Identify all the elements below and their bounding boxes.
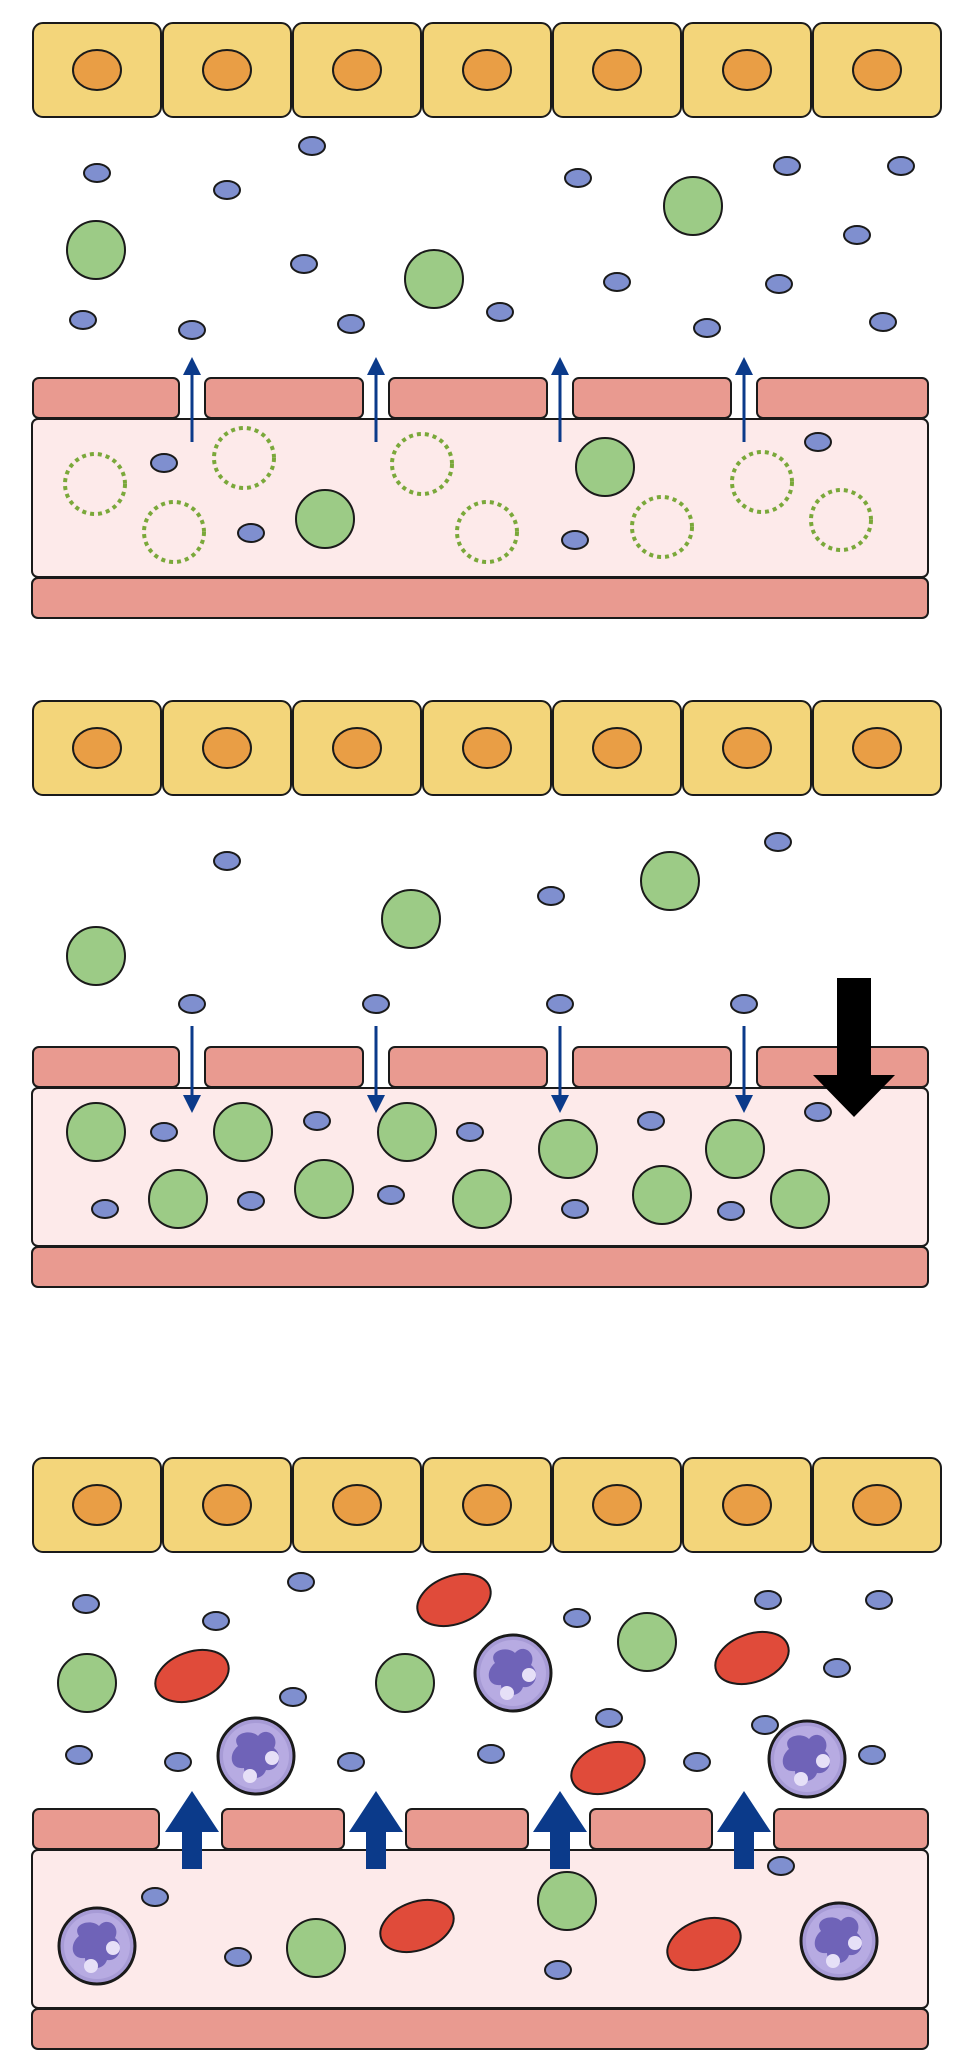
interstitial-proteins: [66, 851, 700, 986]
vessel-wall-top: [32, 377, 929, 419]
lumen-red-blood-cells: [379, 1898, 742, 1972]
panel-1: [31, 22, 942, 619]
interstitial-molecules: [69, 136, 915, 340]
dotted-proteins: [63, 426, 873, 564]
lumen-proteins: [286, 1871, 597, 1978]
interstitial-proteins: [57, 1612, 677, 1713]
interstitial-molecules: [65, 1572, 893, 1772]
vessel-lumen: [31, 418, 929, 578]
outward-arrows: [183, 357, 753, 442]
lumen-proteins: [295, 437, 635, 549]
vessel-wall-top: [32, 1046, 929, 1088]
vessel-wall-top: [32, 1808, 929, 1850]
lumen-molecules: [91, 1102, 832, 1221]
epithelium-row: [32, 22, 942, 118]
inward-arrows: [183, 1026, 753, 1113]
epithelium-row: [32, 700, 942, 796]
panel-3: [31, 1457, 942, 2050]
vessel-wall-bottom: [31, 1246, 929, 1288]
panel-2: [31, 700, 942, 1288]
vessel-wall-bottom: [31, 577, 929, 619]
lumen-molecules: [141, 1856, 795, 1980]
lumen-molecules: [150, 432, 832, 550]
vessel-lumen: [31, 1849, 929, 2009]
interstitial-red-blood-cells: [154, 1572, 790, 1796]
lumen-proteins: [66, 1102, 830, 1229]
interstitial-proteins: [66, 176, 723, 309]
epithelium-row: [32, 1457, 942, 1553]
interstitial-molecules: [178, 832, 792, 1014]
bold-up-arrows: [165, 1791, 771, 1869]
large-down-arrow: [813, 978, 895, 1117]
vessel-wall-bottom: [31, 2008, 929, 2050]
